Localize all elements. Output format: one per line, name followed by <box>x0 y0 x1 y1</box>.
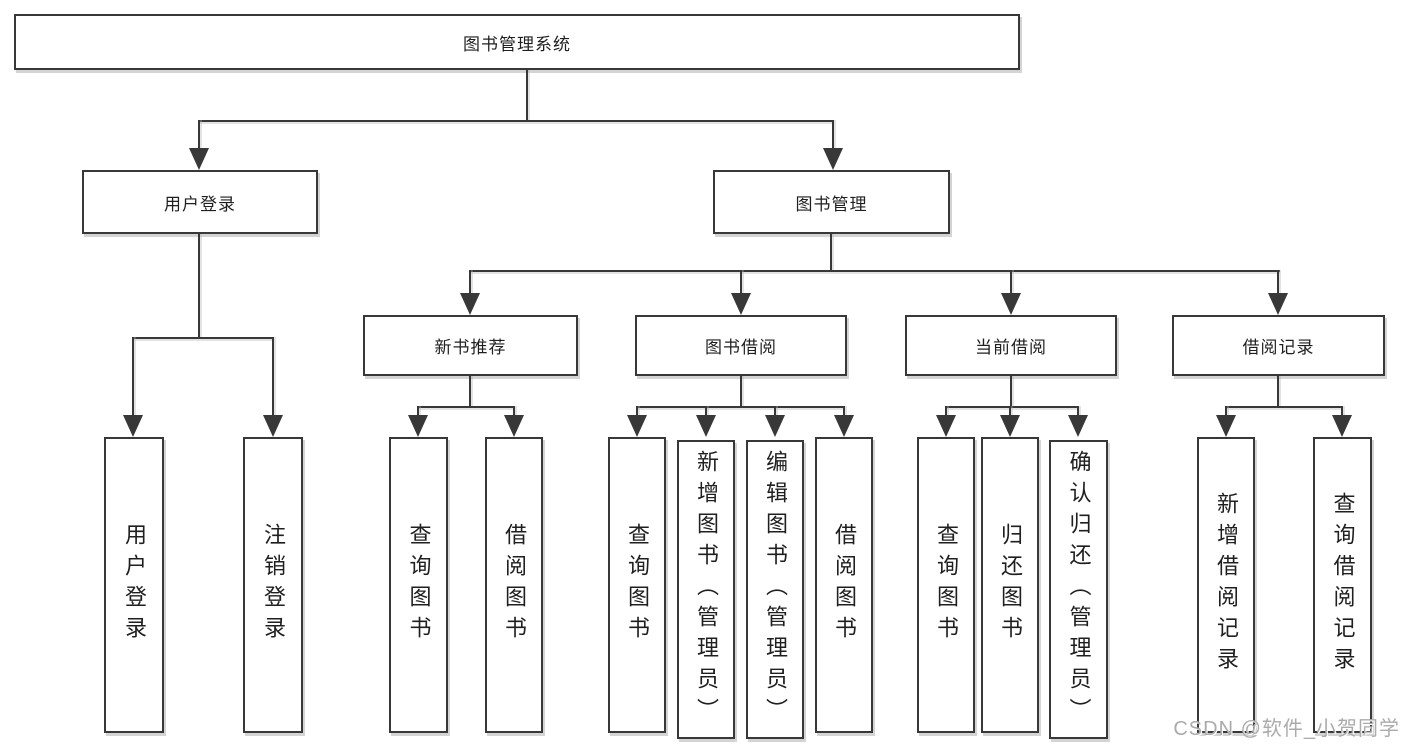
connector <box>513 406 515 417</box>
leaf-edit-book-admin: 编辑图书（管理员） <box>746 440 804 739</box>
arrowhead-down-icon <box>504 415 524 437</box>
arrowhead-down-icon <box>1068 415 1088 437</box>
connector <box>1010 376 1012 406</box>
connector <box>198 120 200 150</box>
arrowhead-down-icon <box>765 415 785 437</box>
connector <box>1341 406 1343 417</box>
leaf-user-login: 用户登录 <box>104 437 164 733</box>
connector <box>198 234 200 337</box>
node-borrowing-records: 借阅记录 <box>1172 315 1385 376</box>
connector <box>945 406 1079 408</box>
leaf-logout: 注销登录 <box>243 437 303 733</box>
leaf-query-books-current: 查询图书 <box>917 437 975 733</box>
node-label: 图书管理 <box>795 194 868 214</box>
leaf-return-books: 归还图书 <box>981 437 1039 733</box>
arrowhead-down-icon <box>123 415 143 437</box>
leaf-borrow-books-recommend: 借阅图书 <box>485 437 543 733</box>
connector <box>1225 406 1343 408</box>
connector <box>1009 406 1011 417</box>
connector <box>636 406 845 408</box>
leaf-add-book-admin: 新增图书（管理员） <box>677 440 735 739</box>
arrowhead-down-icon <box>1000 415 1020 437</box>
connector <box>417 406 515 408</box>
connector <box>830 234 832 270</box>
arrowhead-down-icon <box>834 415 854 437</box>
connector <box>417 406 419 417</box>
connector <box>526 70 528 120</box>
connector <box>198 120 834 122</box>
watermark: CSDN @软件_小贺同学 <box>1173 718 1400 740</box>
arrowhead-down-icon <box>823 148 843 170</box>
node-label: 新书推荐 <box>434 338 507 357</box>
arrowhead-down-icon <box>936 415 956 437</box>
node-label: 当前借阅 <box>975 338 1047 357</box>
connector <box>774 406 776 417</box>
arrowhead-down-icon <box>1001 293 1021 315</box>
connector <box>705 406 707 417</box>
arrowhead-down-icon <box>189 148 209 170</box>
arrowhead-down-icon <box>408 415 428 437</box>
leaf-query-books-recommend: 查询图书 <box>389 437 448 733</box>
leaf-add-borrow-record: 新增借阅记录 <box>1197 437 1255 733</box>
connector <box>469 270 1280 272</box>
node-user-login: 用户登录 <box>82 170 318 234</box>
arrowhead-down-icon <box>1332 415 1352 437</box>
arrowhead-down-icon <box>627 415 647 437</box>
arrowhead-down-icon <box>1216 415 1236 437</box>
leaf-query-borrow-record: 查询借阅记录 <box>1313 437 1372 733</box>
node-label: 用户登录 <box>164 194 236 214</box>
connector <box>469 270 471 295</box>
connector <box>945 406 947 417</box>
node-book-borrowing: 图书借阅 <box>635 315 847 376</box>
node-label: 借阅记录 <box>1242 338 1315 357</box>
connector <box>272 337 274 417</box>
connector <box>1225 406 1227 417</box>
leaf-borrow-books-borrowing: 借阅图书 <box>815 437 873 733</box>
leaf-confirm-return-admin: 确认归还（管理员） <box>1049 440 1108 739</box>
arrowhead-down-icon <box>731 293 751 315</box>
connector <box>1277 270 1279 295</box>
arrowhead-down-icon <box>460 293 480 315</box>
arrowhead-down-icon <box>696 415 716 437</box>
node-library-system: 图书管理系统 <box>14 14 1020 70</box>
connector <box>469 376 471 406</box>
node-current-borrowing: 当前借阅 <box>905 315 1117 376</box>
leaf-query-books-borrowing: 查询图书 <box>608 437 666 733</box>
connector <box>636 406 638 417</box>
connector <box>740 270 742 295</box>
node-new-book-recommendation: 新书推荐 <box>363 315 578 376</box>
connector <box>843 406 845 417</box>
node-book-management: 图书管理 <box>713 170 950 234</box>
connector <box>740 376 742 406</box>
connector <box>1077 406 1079 417</box>
connector <box>1010 270 1012 295</box>
connector <box>832 120 834 150</box>
connector <box>132 337 134 417</box>
node-label: 图书借阅 <box>705 338 777 357</box>
connector <box>132 337 274 339</box>
arrowhead-down-icon <box>263 415 283 437</box>
node-label: 图书管理系统 <box>463 34 571 54</box>
connector <box>1277 376 1279 406</box>
arrowhead-down-icon <box>1268 293 1288 315</box>
